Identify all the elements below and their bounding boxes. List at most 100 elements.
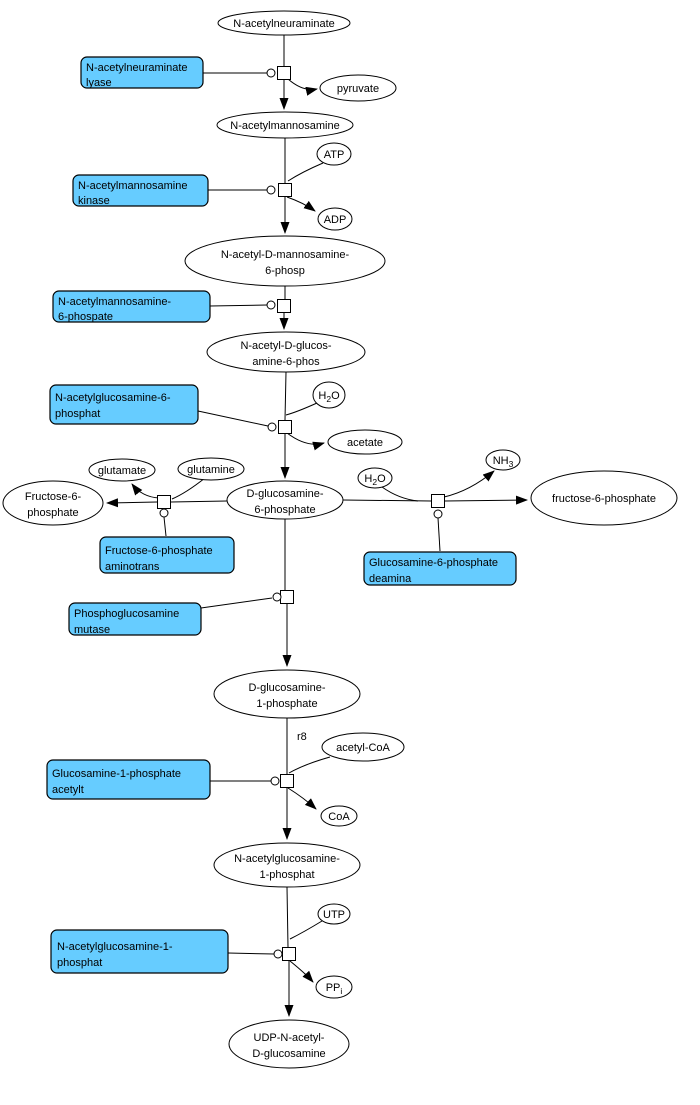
enzyme-label-line2: deamina <box>369 573 412 585</box>
edge-mutase-connector <box>200 597 273 609</box>
edge-acetylcoa-to-r8 <box>288 756 331 774</box>
edge-aminotrans-connector <box>163 516 167 537</box>
modifier-port-lyase[interactable] <box>266 68 276 78</box>
reaction-glucosamine-1-phosphate-acetylt[interactable] <box>280 774 294 788</box>
species-label: ATP <box>324 149 345 161</box>
species-label-line2: 6-phosphate <box>254 504 315 516</box>
modifier-port-aminotrans[interactable] <box>159 508 169 518</box>
edge-r4-to-acetate <box>286 432 325 451</box>
reaction-phosphoglucosamine-mutase[interactable] <box>280 590 294 604</box>
species-label: N-acetylneuraminate <box>233 18 335 30</box>
reaction-n-acetylmannosamine-6-phospate[interactable] <box>277 299 291 313</box>
reactions <box>157 66 445 961</box>
enzyme-n-acetylmannosamine-kinase[interactable]: N-acetylmannosamine kinase <box>72 174 209 207</box>
species-atp[interactable]: ATP <box>316 142 352 166</box>
species-glutamine[interactable]: glutamine <box>177 457 245 481</box>
species-label-line2: amine-6-phos <box>252 356 320 368</box>
species-d-glucosamine-1-phosphate[interactable]: D-glucosamine- 1-phosphate <box>213 669 361 719</box>
species-n-acetylneuraminate[interactable]: N-acetylneuraminate <box>217 10 351 36</box>
edge-r9-to-ppi <box>289 960 314 983</box>
modifier-port-mutase[interactable] <box>272 592 282 602</box>
modifier-port-kinase[interactable] <box>266 185 276 195</box>
enzyme-label-line2: acetylt <box>52 784 84 796</box>
species-label: UTP <box>323 909 345 921</box>
species-label: H2O <box>364 473 386 487</box>
edge-utp-to-r9 <box>289 920 323 940</box>
species-label: CoA <box>328 811 350 823</box>
species-label: fructose-6-phosphate <box>552 493 656 505</box>
edge-atp-to-r2 <box>287 162 324 182</box>
enzyme-phosphoglucosamine-mutase[interactable]: Phosphoglucosamine mutase <box>68 602 202 636</box>
modifier-port-nag6p[interactable] <box>267 422 277 432</box>
modifier-port-acetylt[interactable] <box>270 776 280 786</box>
edge-r5-to-fructose6p <box>106 498 158 508</box>
edge-r5-to-glutamate <box>131 483 160 499</box>
enzyme-label-line1: N-acetylglucosamine-1- <box>57 941 173 953</box>
species-label-line1: N-acetyl-D-mannosamine- <box>221 249 350 261</box>
modifier-port-nam6p[interactable] <box>266 300 276 310</box>
modifier-port-nag1p[interactable] <box>273 949 283 959</box>
species-nodes: N-acetylneuraminate pyruvate N-acetylman… <box>2 10 678 1069</box>
reaction-n-acetylneuraminate-lyase[interactable] <box>277 66 291 80</box>
species-n-acetylglucosamine-1-phosphate[interactable]: N-acetylglucosamine- 1-phosphat <box>213 842 361 888</box>
species-label: glutamate <box>98 465 146 477</box>
species-label-line2: phosphate <box>27 507 78 519</box>
enzyme-n-acetylglucosamine-6-phosphat[interactable]: N-acetylglucosamine-6- phosphat <box>49 384 199 425</box>
species-acetate[interactable]: acetate <box>327 429 403 455</box>
species-n-acetyl-d-glucosamine-6-phos[interactable]: N-acetyl-D-glucos- amine-6-phos <box>206 331 366 373</box>
enzyme-label-line2: mutase <box>74 624 110 636</box>
reaction-glucosamine-6-phosphate-deamina[interactable] <box>431 494 445 508</box>
enzyme-glucosamine-6-phosphate-deamina[interactable]: Glucosamine-6-phosphate deamina <box>363 551 517 586</box>
enzyme-label-line1: Fructose-6-phosphate <box>105 545 213 557</box>
species-label-line1: Fructose-6- <box>25 491 82 503</box>
enzyme-label-line1: Glucosamine-6-phosphate <box>369 557 498 569</box>
species-glutamate[interactable]: glutamate <box>88 458 156 482</box>
species-label-line2: 1-phosphat <box>259 869 314 881</box>
reaction-fructose-6-phosphate-aminotrans[interactable] <box>157 495 171 509</box>
enzyme-label-line1: N-acetylglucosamine-6- <box>55 392 171 404</box>
species-d-glucosamine-6-phosphate[interactable]: D-glucosamine- 6-phosphate <box>226 480 344 520</box>
species-h2o-2[interactable]: H2O <box>357 467 393 489</box>
enzyme-n-acetylneuraminate-lyase[interactable]: N-acetylneuraminate lyase <box>80 56 204 89</box>
edge-r6-to-nh3 <box>443 470 495 498</box>
enzyme-label-line2: kinase <box>78 195 110 207</box>
species-n-acetyl-d-mannosamine-6-phosp[interactable]: N-acetyl-D-mannosamine- 6-phosp <box>184 235 386 287</box>
species-label-line1: N-acetylglucosamine- <box>234 853 340 865</box>
edge-nag6p-connector <box>197 410 269 427</box>
species-label-line1: D-glucosamine- <box>246 488 323 500</box>
species-adp[interactable]: ADP <box>317 207 353 231</box>
edge-nag1p-to-r9 <box>286 886 289 948</box>
reaction-n-acetylglucosamine-1-phosphat[interactable] <box>282 947 296 961</box>
species-fructose-6-phosphate-right[interactable]: fructose-6-phosphate <box>530 470 678 526</box>
species-nh3[interactable]: NH3 <box>485 449 521 471</box>
reaction-n-acetylmannosamine-kinase[interactable] <box>278 183 292 197</box>
edge-h2o1-to-r4 <box>285 402 318 416</box>
species-n-acetylmannosamine[interactable]: N-acetylmannosamine <box>216 111 354 139</box>
enzyme-n-acetylglucosamine-1-phosphat[interactable]: N-acetylglucosamine-1- phosphat <box>50 929 229 974</box>
enzyme-fructose-6-phosphate-aminotrans[interactable]: Fructose-6-phosphate aminotrans <box>99 536 235 574</box>
modifier-port-deamina[interactable] <box>433 509 443 519</box>
edge-label-r8: r8 <box>297 731 307 743</box>
species-coa[interactable]: CoA <box>320 805 358 827</box>
species-h2o-1[interactable]: H2O <box>312 381 346 409</box>
species-utp[interactable]: UTP <box>317 903 351 925</box>
species-label: NH3 <box>493 455 514 469</box>
species-label: H2O <box>318 390 340 404</box>
reaction-n-acetylglucosamine-6-phosphat[interactable] <box>278 420 292 434</box>
enzyme-label-line2: lyase <box>86 77 112 89</box>
species-udp-n-acetyl-d-glucosamine[interactable]: UDP-N-acetyl- D-glucosamine <box>228 1019 350 1069</box>
edge-r6-to-fructose6p-right <box>444 495 528 505</box>
enzyme-label-line1: N-acetylmannosamine <box>78 180 187 192</box>
enzyme-n-acetylmannosamine-6-phospate[interactable]: N-acetylmannosamine- 6-phospate <box>52 290 211 323</box>
species-fructose-6-phosphate-left[interactable]: Fructose-6- phosphate <box>2 480 104 526</box>
species-pyruvate[interactable]: pyruvate <box>319 74 397 102</box>
species-label: ADP <box>324 214 347 226</box>
edge-r8-to-coa <box>287 787 317 810</box>
species-acetyl-coa[interactable]: acetyl-CoA <box>321 732 405 762</box>
enzyme-glucosamine-1-phosphate-acetylt[interactable]: Glucosamine-1-phosphate acetylt <box>46 759 211 800</box>
enzyme-label-line2: phosphat <box>55 408 100 420</box>
enzyme-label-line2: phosphat <box>57 957 102 969</box>
species-ppi[interactable]: PPi <box>315 975 353 999</box>
enzyme-label-line2: aminotrans <box>105 561 160 573</box>
